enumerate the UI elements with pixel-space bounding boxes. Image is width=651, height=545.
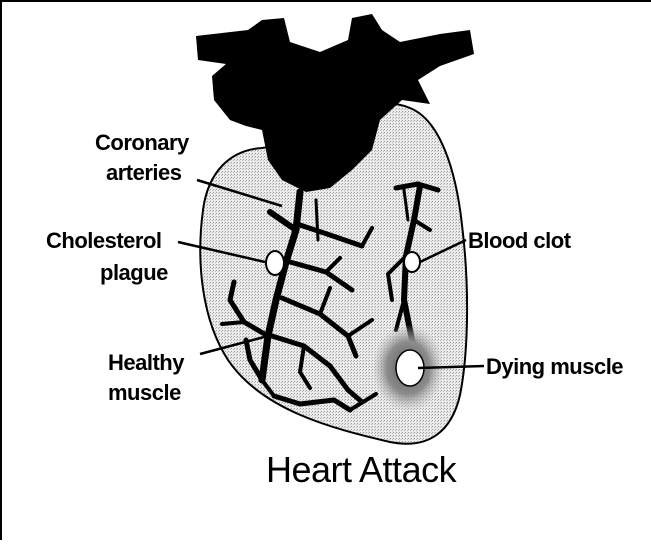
- blood-clot: [404, 252, 420, 272]
- label-cholesterol-plaque-line1: Cholesterol: [46, 228, 162, 253]
- label-cholesterol-plaque-line2: plague: [100, 260, 168, 285]
- cholesterol-plaque: [266, 251, 284, 275]
- diagram-title: Heart Attack: [266, 449, 458, 490]
- label-coronary-arteries-line2: arteries: [106, 160, 182, 185]
- label-healthy-muscle-line2: muscle: [108, 380, 181, 405]
- label-healthy-muscle-line1: Healthy: [108, 350, 185, 375]
- label-coronary-arteries-line1: Coronary: [95, 130, 190, 155]
- label-blood-clot: Blood clot: [468, 228, 572, 253]
- label-dying-muscle: Dying muscle: [486, 354, 623, 379]
